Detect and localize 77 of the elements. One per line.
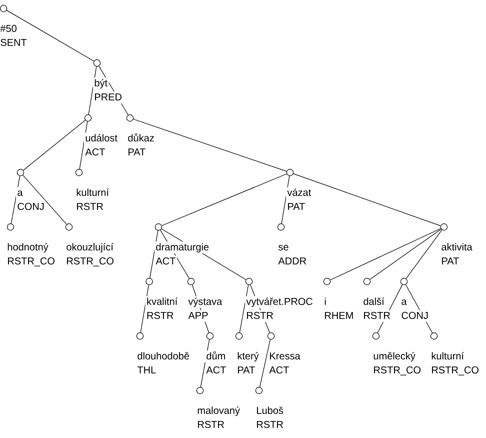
node-label: výstava	[187, 296, 224, 308]
node-label: dům	[205, 350, 227, 362]
node-label: RSTR	[75, 201, 104, 213]
node-label: RSTR_CO	[372, 364, 422, 376]
tree-edge	[405, 284, 433, 334]
node-label: aktivita	[440, 242, 474, 254]
node-label: kulturní	[430, 350, 465, 362]
tree-edge	[330, 228, 442, 280]
tree-edge	[88, 66, 97, 115]
tree-edge	[98, 66, 128, 116]
tree-edge	[10, 176, 20, 224]
node-label: být	[93, 78, 109, 90]
node-label: PAT	[286, 201, 306, 213]
node-label: dlouhodobě	[136, 350, 190, 362]
node-label: a	[16, 187, 24, 199]
node-label: RHEM	[323, 310, 355, 322]
node-label: RSTR_CO	[430, 364, 480, 376]
node-label: ACT	[154, 256, 177, 268]
tree-edge	[259, 339, 271, 388]
node-label: PRED	[93, 92, 123, 104]
node-label: Kressa	[268, 350, 302, 362]
tree-edge	[162, 174, 287, 226]
node-label: APP	[187, 310, 210, 322]
node-label: CONJ	[16, 201, 46, 213]
node-label: vázat	[286, 187, 312, 199]
node-label: RSTR_CO	[6, 256, 56, 268]
tree-edge	[250, 284, 270, 333]
tree-edge	[133, 118, 287, 172]
tree-edge	[281, 176, 290, 224]
node-label: RSTR	[245, 310, 274, 322]
node-label: RSTR	[362, 310, 392, 322]
node-label: RSTR	[196, 419, 226, 431]
node-label: hodnotný	[6, 242, 50, 254]
node-label: PAT	[236, 364, 256, 376]
node-label: se	[277, 242, 290, 254]
tree-edge	[22, 174, 67, 225]
node-label: který	[236, 350, 260, 362]
tree-edge	[200, 339, 210, 388]
tree-edge	[377, 284, 403, 334]
node-label: kvalitní	[146, 296, 179, 308]
tree-edge	[370, 228, 442, 280]
node-label: Luboš	[255, 405, 284, 417]
node-label: ACT	[268, 364, 290, 376]
node-label: okouzlující	[65, 242, 114, 254]
tree-edge	[161, 228, 246, 280]
node-label: PAT	[440, 256, 460, 268]
tree-edge	[23, 120, 86, 171]
node-label: PAT	[126, 146, 147, 158]
node-label: CONJ	[400, 310, 430, 322]
node-label: RSTR_CO	[65, 256, 115, 268]
node-label: RSTR	[255, 419, 284, 431]
node-label: ACT	[205, 364, 228, 376]
node-label: a	[400, 296, 408, 308]
node-label: #50	[0, 23, 18, 35]
tree-edge	[239, 284, 249, 333]
node-label: další	[362, 296, 386, 308]
node-label: RSTR	[146, 310, 175, 322]
node-label: umělecký	[372, 350, 416, 362]
node-label: SENT	[0, 37, 28, 49]
tree-edge	[6, 10, 94, 62]
tree-edge	[140, 284, 149, 333]
node-label: ACT	[84, 146, 106, 158]
tree-edge	[79, 121, 88, 170]
tree-edge	[406, 230, 442, 279]
tree-edge	[160, 230, 190, 279]
tree-edge	[150, 230, 158, 278]
node-label: událost	[84, 132, 118, 144]
node-label: vytvářet.PROC	[245, 296, 314, 308]
tree-edge	[192, 284, 210, 333]
node-label: kulturní	[75, 187, 110, 199]
node-label: ADDR	[277, 256, 308, 268]
node-label: THL	[136, 364, 158, 376]
node-label: důkaz	[126, 132, 156, 144]
node-label: dramaturgie	[154, 242, 210, 254]
tree-edge	[293, 173, 441, 226]
node-label: i	[323, 296, 328, 308]
node-label: malovaný	[196, 405, 241, 417]
